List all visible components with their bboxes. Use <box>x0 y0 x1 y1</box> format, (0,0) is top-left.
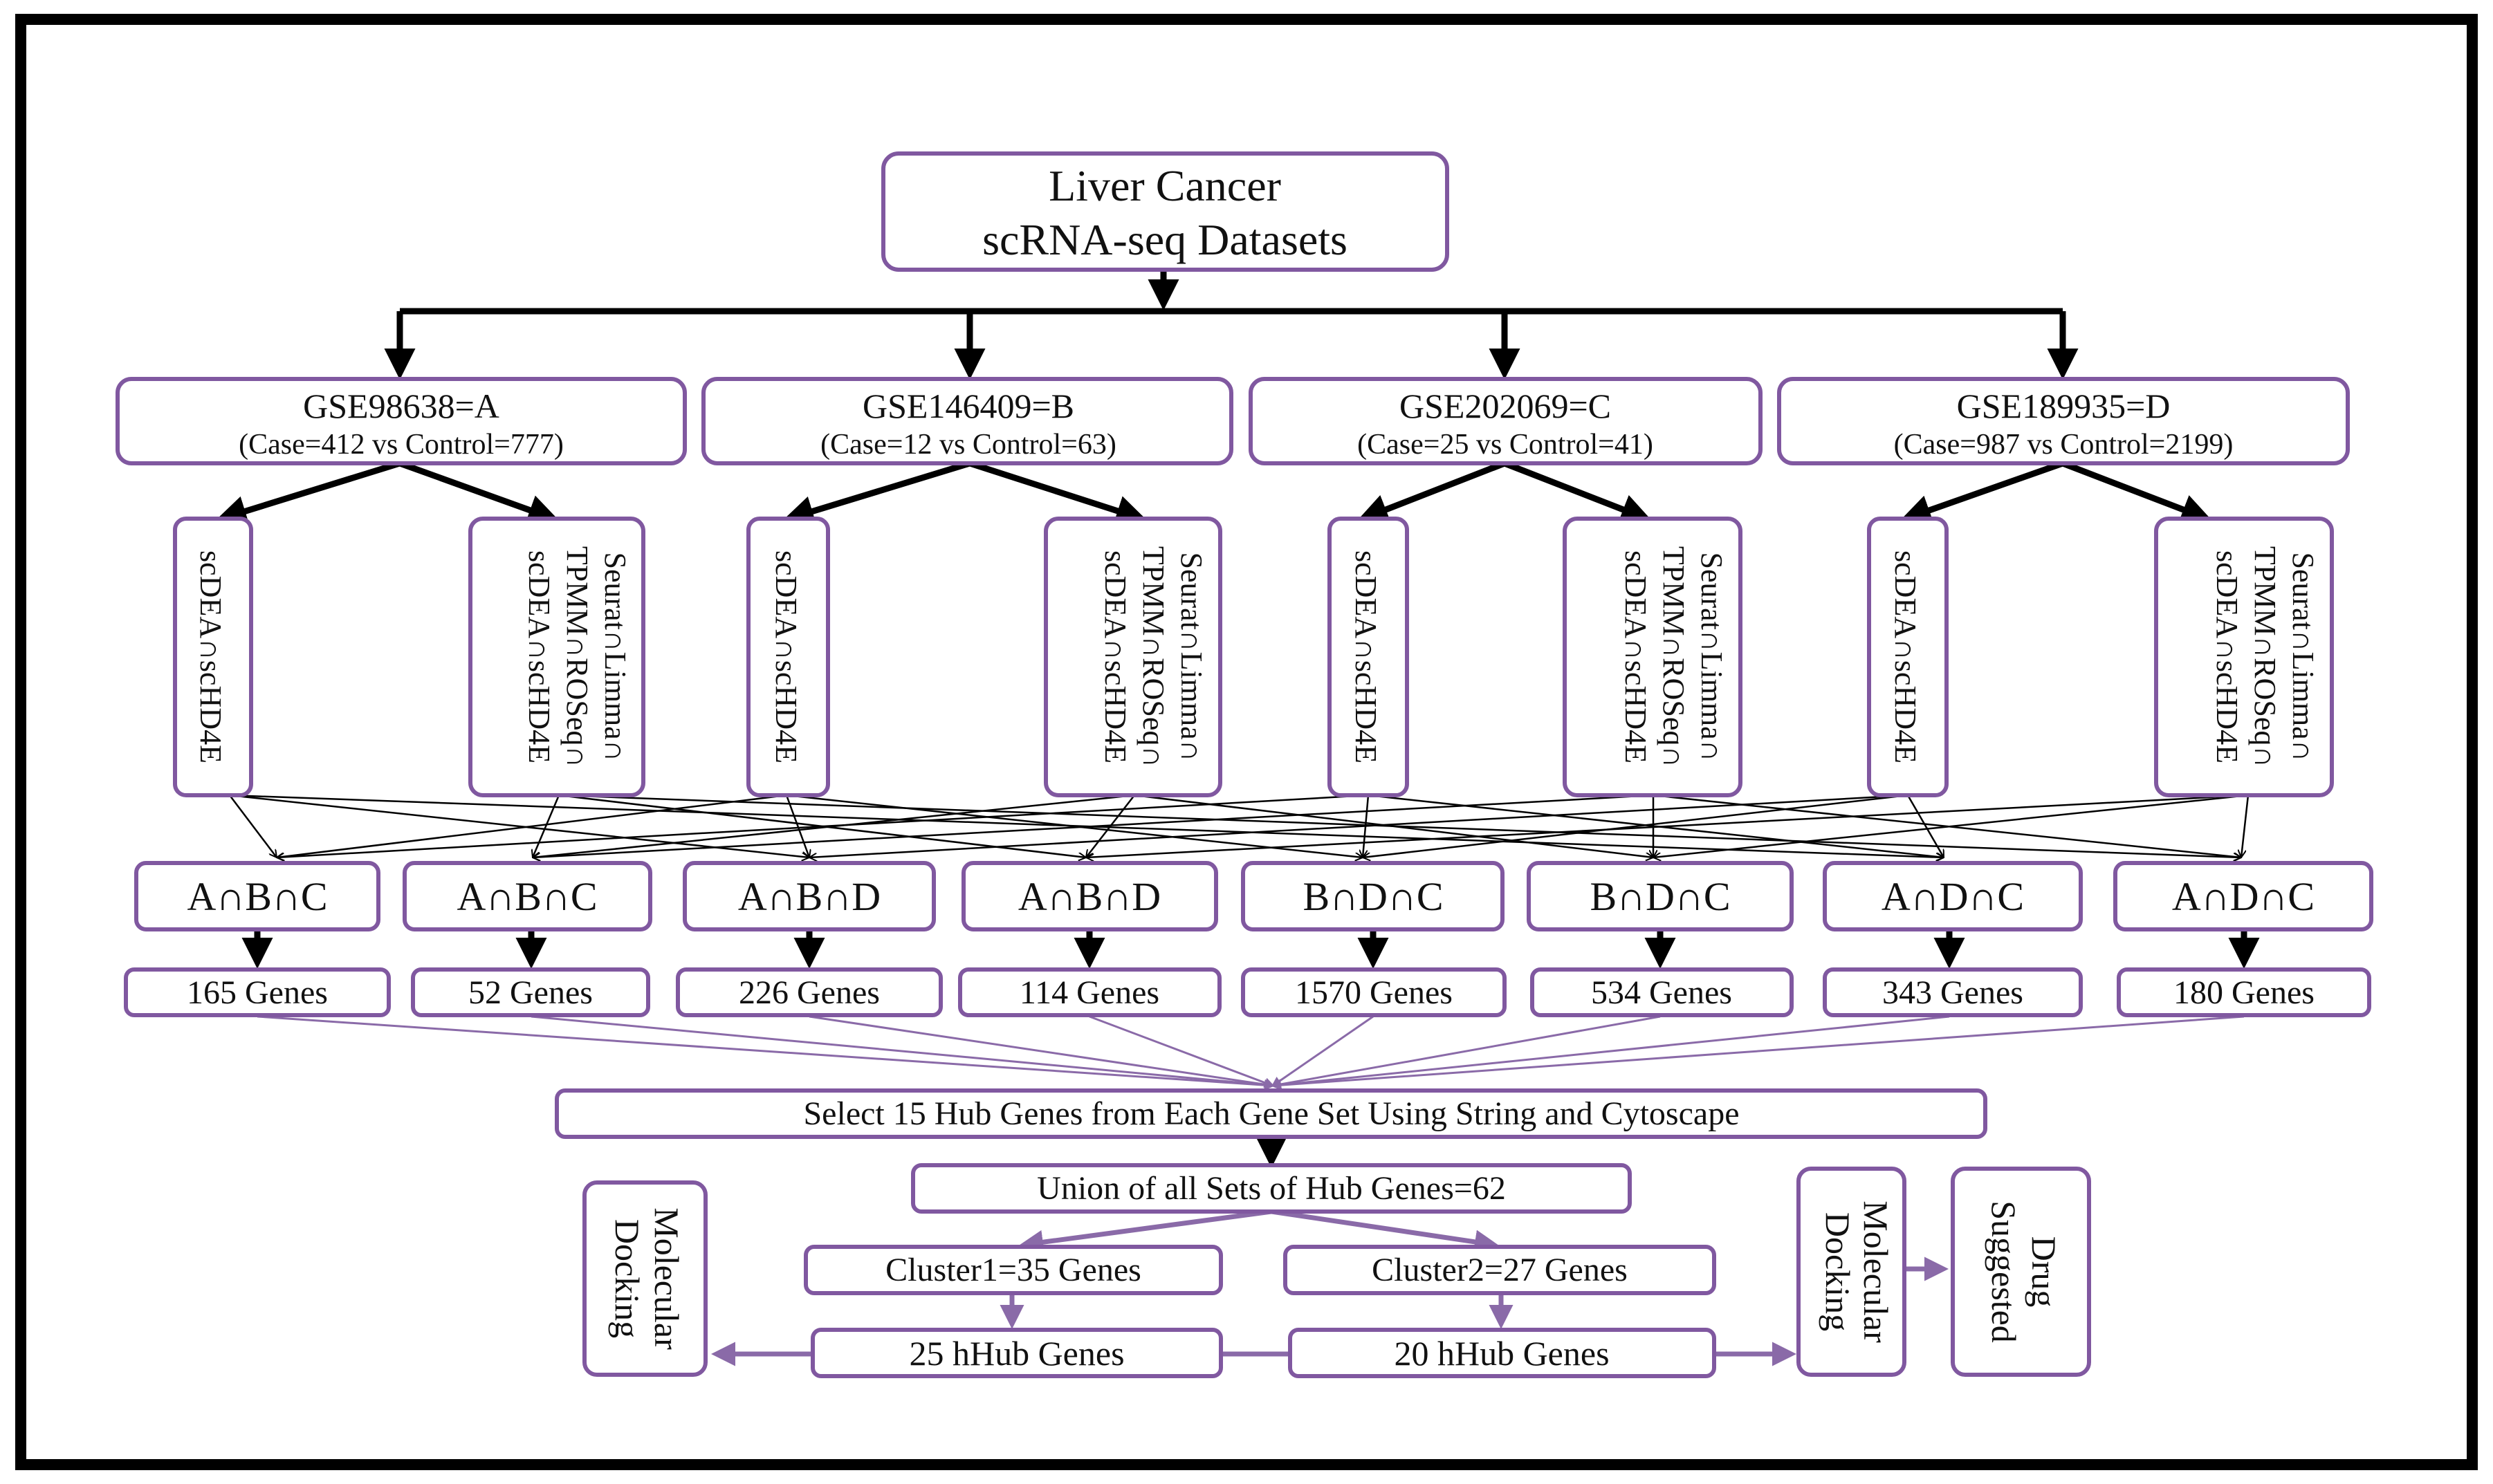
method-label: scDEA∩scHD4E <box>769 550 803 763</box>
method-node-b-left: scDEA∩scHD4E <box>746 517 830 797</box>
intersection-node-3: A∩B∩D <box>683 861 936 931</box>
docking-node-left: Molecular Docking <box>582 1180 708 1377</box>
hhub-label: 25 hHub Genes <box>909 1334 1124 1373</box>
intersection-node-8: A∩D∩C <box>2113 861 2373 931</box>
union-node: Union of all Sets of Hub Genes=62 <box>911 1163 1632 1214</box>
intersection-node-2: A∩B∩C <box>403 861 652 931</box>
intersection-label: A∩B∩D <box>1018 874 1161 919</box>
method-label-line1: Seurat∩Limma∩ <box>2286 552 2320 761</box>
method-node-d-right: Seurat∩Limma∩ TPMM∩ROSeq∩ scDEA∩scHD4E <box>2154 517 2334 797</box>
docking-label-line1: Molecular <box>1857 1200 1895 1343</box>
docking-node-right: Molecular Docking <box>1796 1167 1906 1377</box>
dataset-case-control: (Case=412 vs Control=777) <box>239 429 564 461</box>
dataset-node-a: GSE98638=A (Case=412 vs Control=777) <box>116 377 687 465</box>
drug-label-line2: Suggested <box>1985 1200 2023 1343</box>
gene-count-node-6: 534 Genes <box>1530 967 1794 1017</box>
intersection-to-genes-connectors <box>241 929 2260 969</box>
method-label: scDEA∩scHD4E <box>1349 550 1383 763</box>
method-node-a-left: scDEA∩scHD4E <box>173 517 253 797</box>
gene-count-label: 180 Genes <box>2173 974 2315 1011</box>
gene-count-node-8: 180 Genes <box>2117 967 2371 1017</box>
root-title-line1: Liver Cancer <box>1049 161 1281 210</box>
method-label-line2: TPMM∩ROSeq∩ <box>560 546 594 768</box>
intersection-node-6: B∩D∩C <box>1527 861 1794 931</box>
method-label-line3: scDEA∩scHD4E <box>1619 550 1653 763</box>
dataset-name: GSE146409=B <box>863 387 1074 425</box>
method-label: scDEA∩scHD4E <box>1888 550 1922 763</box>
hhub-label: 20 hHub Genes <box>1394 1334 1609 1373</box>
method-label-line1: Seurat∩Limma∩ <box>1695 552 1729 761</box>
intersection-node-7: A∩D∩C <box>1823 861 2083 931</box>
gene-count-label: 343 Genes <box>1882 974 2023 1011</box>
dataset-name: GSE98638=A <box>303 387 499 425</box>
gene-count-label: 1570 Genes <box>1295 974 1453 1011</box>
method-node-d-left: scDEA∩scHD4E <box>1867 517 1949 797</box>
hub-selection-node: Select 15 Hub Genes from Each Gene Set U… <box>555 1088 1987 1139</box>
method-node-b-right: Seurat∩Limma∩ TPMM∩ROSeq∩ scDEA∩scHD4E <box>1044 517 1222 797</box>
dataset-name: GSE202069=C <box>1399 387 1611 425</box>
method-label-line2: TPMM∩ROSeq∩ <box>1657 546 1691 768</box>
gene-count-node-1: 165 Genes <box>124 967 391 1017</box>
intersection-label: B∩D∩C <box>1590 874 1730 919</box>
gene-count-label: 226 Genes <box>739 974 880 1011</box>
docking-label-line1: Molecular <box>647 1207 686 1350</box>
dataset-name: GSE189935=D <box>1957 387 2171 425</box>
dataset-node-d: GSE189935=D (Case=987 vs Control=2199) <box>1777 377 2350 465</box>
hhub-node-1: 25 hHub Genes <box>811 1328 1223 1378</box>
method-label-line1: Seurat∩Limma∩ <box>1175 552 1208 761</box>
gene-count-label: 114 Genes <box>1020 974 1159 1011</box>
method-label-line2: TPMM∩ROSeq∩ <box>2248 546 2282 768</box>
hub-selection-label: Select 15 Hub Genes from Each Gene Set U… <box>803 1095 1739 1132</box>
intersection-label: A∩B∩C <box>187 874 327 919</box>
top-connectors <box>384 270 2079 380</box>
drug-node: Drug Suggested <box>1951 1167 2091 1377</box>
gene-count-node-7: 343 Genes <box>1823 967 2083 1017</box>
intersection-label: A∩B∩D <box>738 874 881 919</box>
method-label: scDEA∩scHD4E <box>194 550 228 763</box>
genes-to-hub-connectors <box>257 1015 2245 1091</box>
gene-count-label: 165 Genes <box>187 974 328 1011</box>
gene-count-label: 534 Genes <box>1591 974 1732 1011</box>
intersection-node-1: A∩B∩C <box>134 861 380 931</box>
dataset-case-control: (Case=12 vs Control=63) <box>820 429 1116 461</box>
intersection-label: A∩D∩C <box>1882 874 2024 919</box>
drug-label-line1: Drug <box>2025 1236 2063 1308</box>
cluster1-node: Cluster1=35 Genes <box>804 1245 1223 1295</box>
dataset-node-c: GSE202069=C (Case=25 vs Control=41) <box>1249 377 1763 465</box>
dataset-node-b: GSE146409=B (Case=12 vs Control=63) <box>701 377 1233 465</box>
cluster2-node: Cluster2=27 Genes <box>1283 1245 1716 1295</box>
gene-count-node-2: 52 Genes <box>411 967 650 1017</box>
intersection-label: A∩B∩C <box>457 874 597 919</box>
gene-count-node-4: 114 Genes <box>958 967 1222 1017</box>
gene-count-node-3: 226 Genes <box>676 967 943 1017</box>
cluster2-label: Cluster2=27 Genes <box>1372 1252 1628 1288</box>
method-label-line3: scDEA∩scHD4E <box>1098 550 1132 763</box>
lower-connectors <box>711 1137 1949 1366</box>
method-label-line2: TPMM∩ROSeq∩ <box>1137 546 1170 768</box>
method-label-line3: scDEA∩scHD4E <box>2210 550 2244 763</box>
dataset-case-control: (Case=987 vs Control=2199) <box>1894 429 2234 461</box>
intersection-node-5: B∩D∩C <box>1241 861 1505 931</box>
cluster1-label: Cluster1=35 Genes <box>885 1252 1141 1288</box>
intersection-node-4: A∩B∩D <box>962 861 1218 931</box>
gene-count-node-5: 1570 Genes <box>1241 967 1507 1017</box>
gene-count-label: 52 Genes <box>468 974 593 1011</box>
intersection-label: A∩D∩C <box>2172 874 2315 919</box>
root-title-line2: scRNA-seq Datasets <box>982 215 1347 264</box>
method-node-a-right: Seurat∩Limma∩ TPMM∩ROSeq∩ scDEA∩scHD4E <box>468 517 645 797</box>
method-node-c-left: scDEA∩scHD4E <box>1327 517 1409 797</box>
method-to-intersection-connectors <box>229 794 2250 857</box>
root-node: Liver Cancer scRNA-seq Datasets <box>881 151 1449 272</box>
dataset-to-method-connectors <box>215 460 2213 527</box>
hhub-node-2: 20 hHub Genes <box>1288 1328 1716 1378</box>
intersection-label: B∩D∩C <box>1303 874 1443 919</box>
method-node-c-right: Seurat∩Limma∩ TPMM∩ROSeq∩ scDEA∩scHD4E <box>1563 517 1742 797</box>
docking-label-line2: Docking <box>608 1219 647 1338</box>
union-label: Union of all Sets of Hub Genes=62 <box>1037 1170 1506 1207</box>
method-label-line3: scDEA∩scHD4E <box>522 550 556 763</box>
method-label-line1: Seurat∩Limma∩ <box>598 552 632 761</box>
docking-label-line2: Docking <box>1819 1212 1857 1331</box>
dataset-case-control: (Case=25 vs Control=41) <box>1357 429 1653 461</box>
